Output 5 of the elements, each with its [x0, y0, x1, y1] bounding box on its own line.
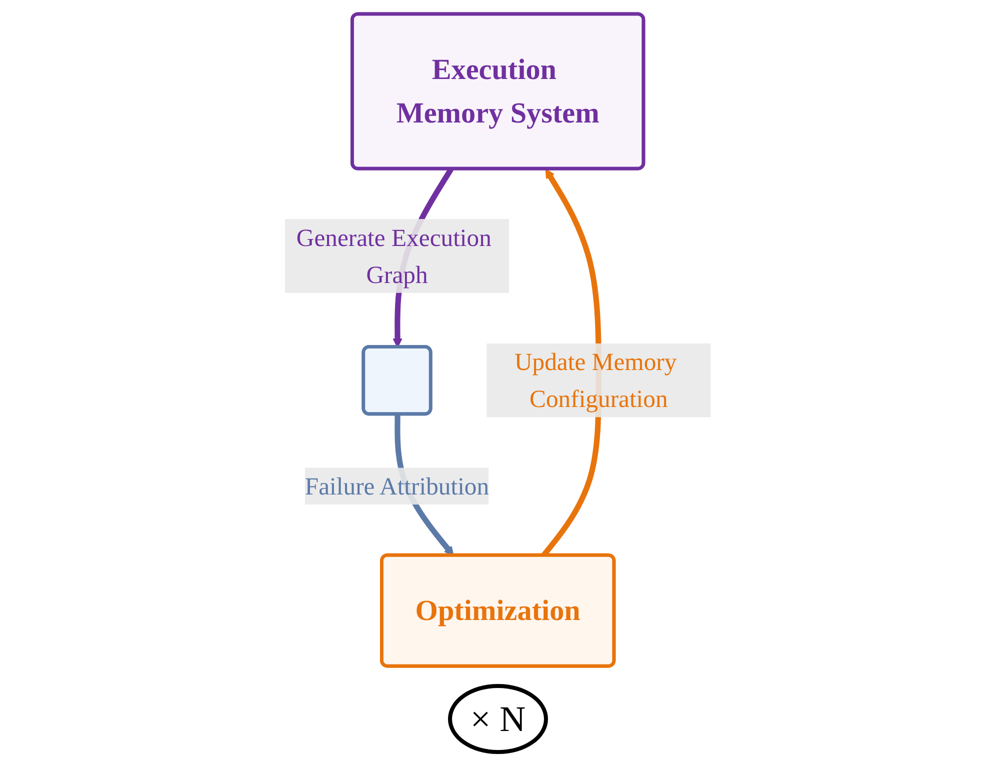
- edge-label: Failure Attribution: [305, 472, 490, 500]
- edge-label: Generate Execution Graph: [296, 223, 492, 288]
- cycle-diagram: Execution Memory System Generate Execution Graph Update Memory Configuration Failure Attribution Optimization: [276, 5, 720, 675]
- repeat-count-label: × N: [448, 684, 548, 754]
- edge-label: Update Memory Configuration: [514, 348, 677, 413]
